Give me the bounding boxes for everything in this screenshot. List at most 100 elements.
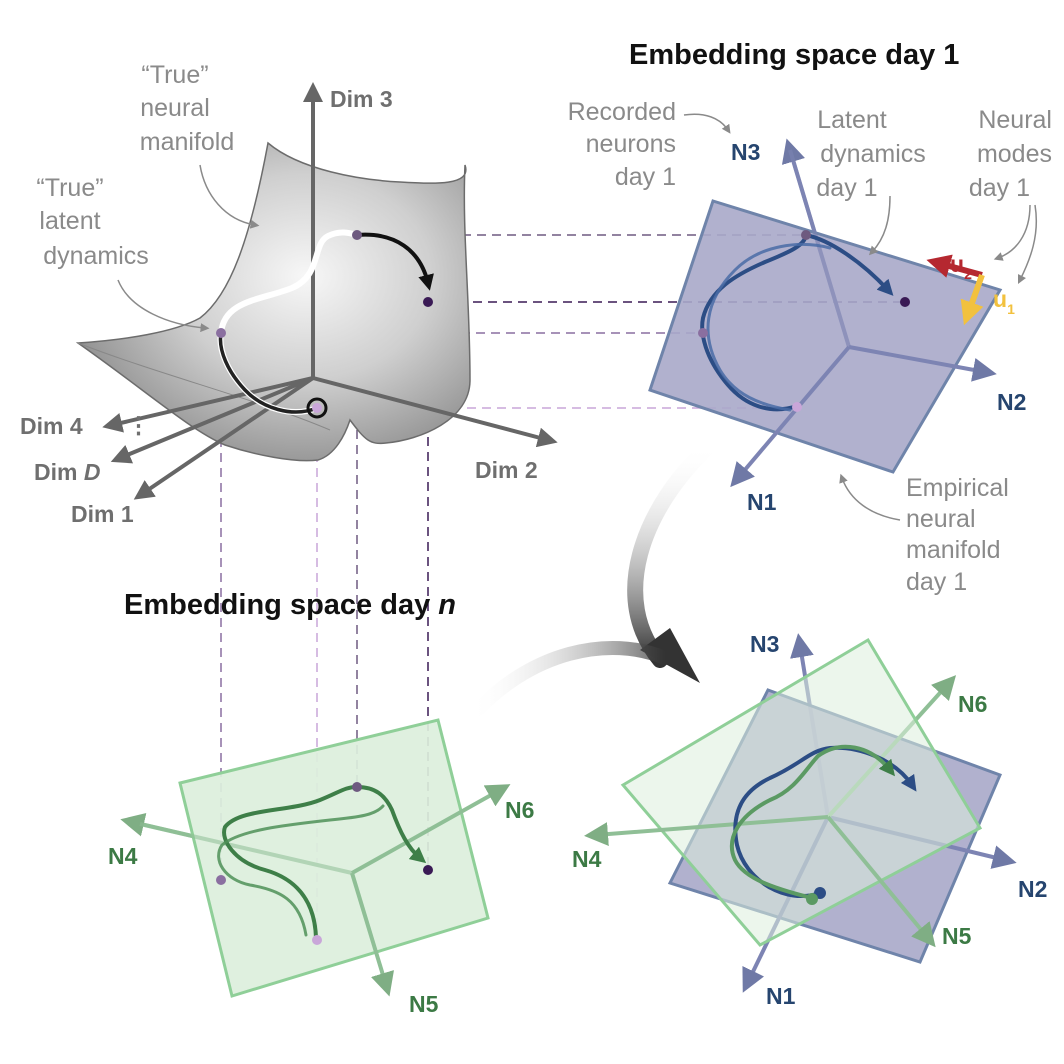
empirical-manifold-label-1: Empirical [906,474,1009,502]
overlay-dayn-point [806,893,818,905]
true-latent-label-2: latent [39,207,100,235]
day1-title: Embedding space day 1 [629,39,959,71]
neural-modes-label-3: day 1 [969,174,1030,202]
overlay-embedding [584,633,1017,993]
empirical-manifold-label-3: manifold [906,536,1001,564]
overlay-n2-label: N2 [1018,876,1047,902]
true-latent-trajectory-core [218,331,319,414]
manifold-leader-arrow [199,164,260,229]
neural-manifold-surface [75,141,471,462]
point-top [352,230,362,240]
dayn-point-top [352,782,362,792]
day1-embedding [648,138,1003,488]
dim1-axis [133,376,315,500]
dayn-n5-label: N5 [409,991,439,1017]
day1-n1-label: N1 [747,489,777,515]
dayn-point-end [423,865,433,875]
start-ring [306,397,328,419]
point-left [216,328,226,338]
neural-modes-label-1: Neural [978,106,1052,134]
dayn-n4-label: N4 [108,843,138,869]
point-end [423,297,433,307]
dayn-point-start [312,935,322,945]
dayn-n6-axis [351,784,511,875]
day1-point-top [801,230,811,240]
day1-n3-axis [788,149,851,348]
dimD-prefix: Dim [34,459,84,485]
day1-point-end [900,297,910,307]
transition-arrow-right [463,641,672,725]
dayn-title: Embedding space day n [124,589,456,621]
dim1-label: Dim 1 [71,501,134,527]
empirical-manifold-leader [839,473,901,521]
latent-dynamics-leader [868,195,891,256]
dim-ellipsis: ⋮ [127,412,150,438]
overlay-n5-label: N5 [942,923,972,949]
dayn-n4-axis [139,822,353,875]
recorded-neurons-label-1: Recorded [568,98,676,126]
overlay-n3-label: N3 [750,631,779,657]
overlay-n5-axis [826,815,936,948]
overlay-n4-axis [584,815,829,847]
u1-arrow [960,273,985,326]
day1-point-left [698,328,708,338]
dim3-label: Dim 3 [330,86,393,112]
point-start [312,403,322,413]
overlay-dayn-trajectory [729,744,896,900]
u2-arrow [926,254,983,278]
u1-label: u1 [993,286,1015,317]
dimD-label: Dim D [34,459,100,485]
true-latent-trajectory-head [355,232,434,291]
dim2-axis [312,376,558,448]
true-manifold-label-1: “True” [141,61,208,89]
day1-trajectory-b [706,242,832,412]
recorded-neurons-label-2: neurons [586,130,676,158]
dayn-trajectory-b [217,804,385,937]
dimD-axis [110,376,314,464]
day1-n2-label: N2 [997,389,1026,415]
latent-dynamics-label-1: Latent [817,106,887,134]
true-latent-label-1: “True” [36,174,103,202]
u1-sub: 1 [1007,301,1015,317]
day1-trajectory-a [700,232,894,412]
dayn-title-var: n [438,589,456,621]
true-manifold-label-2: neural [140,94,210,122]
recorded-neurons-label-3: day 1 [615,163,676,191]
u2-label: u2 [950,251,972,282]
u2-base: u [950,251,964,277]
dayn-point-left [216,875,226,885]
dimD-var: D [84,459,101,485]
dayn-n6-label: N6 [505,797,534,823]
empirical-manifold-label-2: neural [906,505,976,533]
empirical-manifold-label-4: day 1 [906,568,967,596]
day1-n3-label: N3 [731,139,760,165]
dim4-label: Dim 4 [20,413,83,439]
neural-modes-label-2: modes [977,140,1052,168]
dayn-title-prefix: Embedding space day [124,589,438,621]
u1-base: u [993,286,1007,312]
transition-arrow-down [627,437,718,668]
manifold-inner-edge [77,342,331,431]
day1-point-start [792,402,802,412]
overlay-dayn-plane [620,637,983,947]
latent-leader-arrow [117,279,210,333]
dayn-trajectory-a [222,784,427,940]
dayn-embedding [120,718,511,998]
dayn-plane [178,718,490,998]
overlay-n4-label: N4 [572,846,602,872]
neural-modes-leader-u1 [1017,204,1038,285]
true-manifold-group [75,82,558,500]
day1-n2-axis [848,345,997,382]
latent-dynamics-label-3: day 1 [816,174,877,202]
latent-dynamics-label-2: dynamics [820,140,926,168]
dayn-n5-axis [350,872,394,997]
recorded-neurons-leader [683,113,731,134]
true-manifold-label-3: manifold [140,128,235,156]
u2-sub: 2 [964,266,972,282]
neural-modes-leader-u2 [993,204,1031,261]
dim2-label: Dim 2 [475,457,538,483]
overlay-n6-label: N6 [958,691,987,717]
true-latent-label-3: dynamics [43,242,149,270]
day1-n1-axis [730,345,851,488]
